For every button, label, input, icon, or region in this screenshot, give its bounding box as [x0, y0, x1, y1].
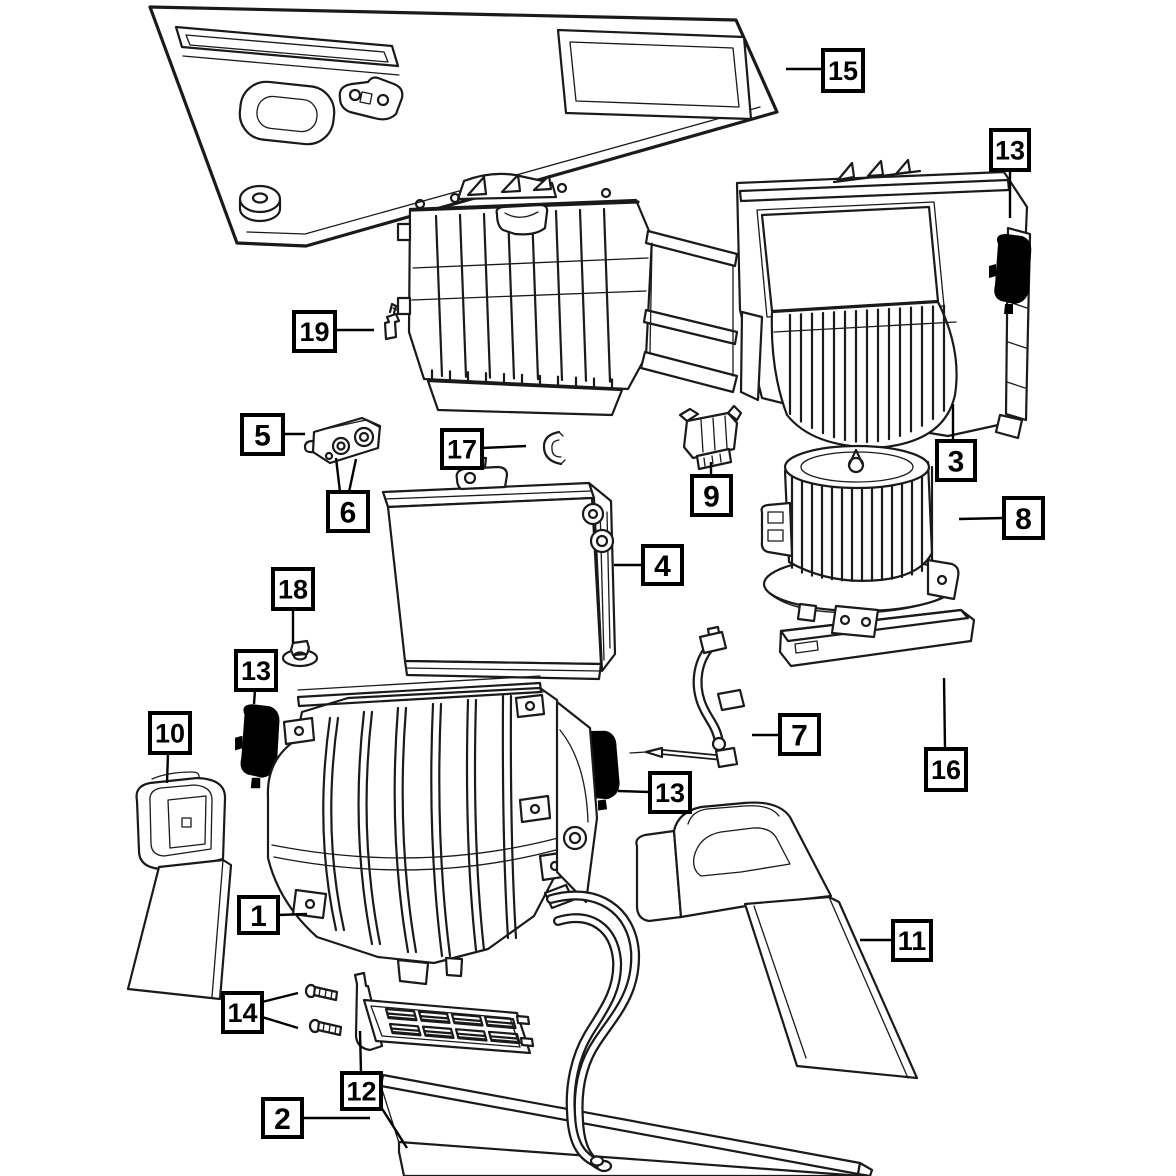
callout-box[interactable]: [221, 991, 264, 1034]
callout-box[interactable]: [440, 428, 484, 470]
callout-17[interactable]: 17: [440, 428, 527, 470]
blower-resistor: [678, 404, 743, 471]
callout-6[interactable]: 6: [326, 457, 370, 533]
callout-leader-line: [277, 912, 308, 917]
callout-box[interactable]: [1002, 496, 1045, 540]
cabin-air-filter: [778, 608, 976, 668]
callout-14[interactable]: 14: [221, 991, 299, 1034]
callout-box[interactable]: [641, 544, 684, 586]
callout-number: 17: [447, 435, 477, 465]
callout-leader-line: [379, 1106, 409, 1149]
callout-box[interactable]: [234, 649, 278, 692]
callout-leader-line: [958, 516, 1005, 521]
callout-leader-line: [358, 1030, 363, 1074]
callout-number: 7: [791, 719, 808, 752]
callout-leader-line: [334, 457, 342, 493]
callout-box[interactable]: [237, 895, 280, 935]
callout-number: 13: [241, 656, 271, 686]
callout-box[interactable]: [271, 567, 315, 611]
callout-16[interactable]: 16: [924, 677, 968, 792]
callout-box[interactable]: [821, 48, 865, 93]
callout-box[interactable]: [690, 474, 733, 517]
evaporator-core: [381, 456, 617, 681]
callout-number: 8: [1015, 503, 1032, 536]
callout-18[interactable]: 18: [271, 567, 315, 643]
air-inlet-blower-unit: [735, 158, 1032, 449]
callout-box[interactable]: [924, 747, 968, 792]
callout-box[interactable]: [261, 1097, 304, 1139]
heater-pipes: [543, 883, 641, 1173]
callout-7[interactable]: 7: [752, 713, 821, 756]
hvac-main-housing: [266, 675, 599, 986]
callout-box[interactable]: [989, 128, 1031, 172]
callout-box[interactable]: [148, 711, 192, 755]
callout-number: 12: [346, 1077, 376, 1107]
callout-3[interactable]: 3: [935, 404, 977, 482]
callout-box[interactable]: [891, 919, 933, 962]
callout-9[interactable]: 9: [690, 462, 733, 517]
callout-leader-line: [481, 444, 527, 450]
callout-box[interactable]: [935, 439, 977, 482]
callout-number: 15: [828, 56, 858, 86]
callout-8[interactable]: 8: [958, 496, 1045, 540]
callout-leader-line: [165, 752, 170, 784]
callout-number: 1: [250, 900, 267, 933]
callout-leader-line: [942, 677, 947, 750]
callout-10[interactable]: 10: [148, 711, 192, 784]
floor-duct-left: [126, 771, 233, 1001]
callout-number: 19: [299, 317, 329, 347]
callout-leader-line: [261, 991, 299, 1004]
callout-leader-line: [252, 689, 257, 705]
callout-number: 2: [274, 1103, 291, 1136]
callout-number: 3: [948, 445, 965, 478]
callout-13[interactable]: 13: [989, 128, 1031, 218]
heater-element-grid: [353, 971, 535, 1055]
callout-number: 13: [655, 778, 685, 808]
floor-duct-right: [635, 801, 919, 1080]
retainer-clip: [383, 302, 401, 341]
callout-box[interactable]: [778, 713, 821, 756]
dash-panel: [148, 5, 779, 248]
wiring-probe-harness: [629, 625, 746, 769]
callout-number: 16: [931, 755, 961, 785]
callout-number: 13: [995, 136, 1025, 166]
grommet-nut: [281, 639, 319, 668]
callout-number: 14: [227, 998, 257, 1028]
callout-5[interactable]: 5: [240, 413, 305, 456]
callout-number: 11: [898, 926, 927, 956]
callout-leader-line: [261, 1015, 299, 1030]
housing-connector-rails: [639, 229, 739, 394]
intake-housing-cover: [396, 172, 654, 417]
callout-number: 4: [654, 550, 671, 583]
callout-number: 6: [340, 496, 357, 529]
expansion-valve: [303, 416, 382, 465]
callout-leader-line: [347, 458, 358, 493]
callout-13[interactable]: 13: [617, 771, 692, 814]
callout-box[interactable]: [292, 310, 337, 353]
callout-number: 5: [254, 419, 271, 452]
floor-insulator-pad: [379, 1073, 874, 1176]
callout-leader-line: [617, 789, 651, 794]
callout-11[interactable]: 11: [860, 919, 933, 962]
callout-1[interactable]: 1: [237, 895, 308, 935]
pipe-clip: [542, 430, 566, 466]
callout-number: 10: [155, 719, 185, 749]
callout-15[interactable]: 15: [786, 48, 865, 93]
callout-2[interactable]: 2: [261, 1097, 370, 1139]
callout-number: 9: [703, 480, 720, 513]
callout-box[interactable]: [648, 771, 692, 814]
callout-number: 18: [278, 575, 308, 605]
mounting-screws: [304, 983, 343, 1037]
callout-4[interactable]: 4: [614, 544, 684, 586]
callout-box[interactable]: [340, 1071, 383, 1111]
callout-12[interactable]: 12: [340, 1030, 409, 1149]
callout-13[interactable]: 13: [234, 649, 278, 705]
blower-motor: [760, 444, 960, 639]
callout-19[interactable]: 19: [292, 310, 374, 353]
callout-box[interactable]: [240, 413, 285, 456]
callout-box[interactable]: [326, 490, 370, 533]
